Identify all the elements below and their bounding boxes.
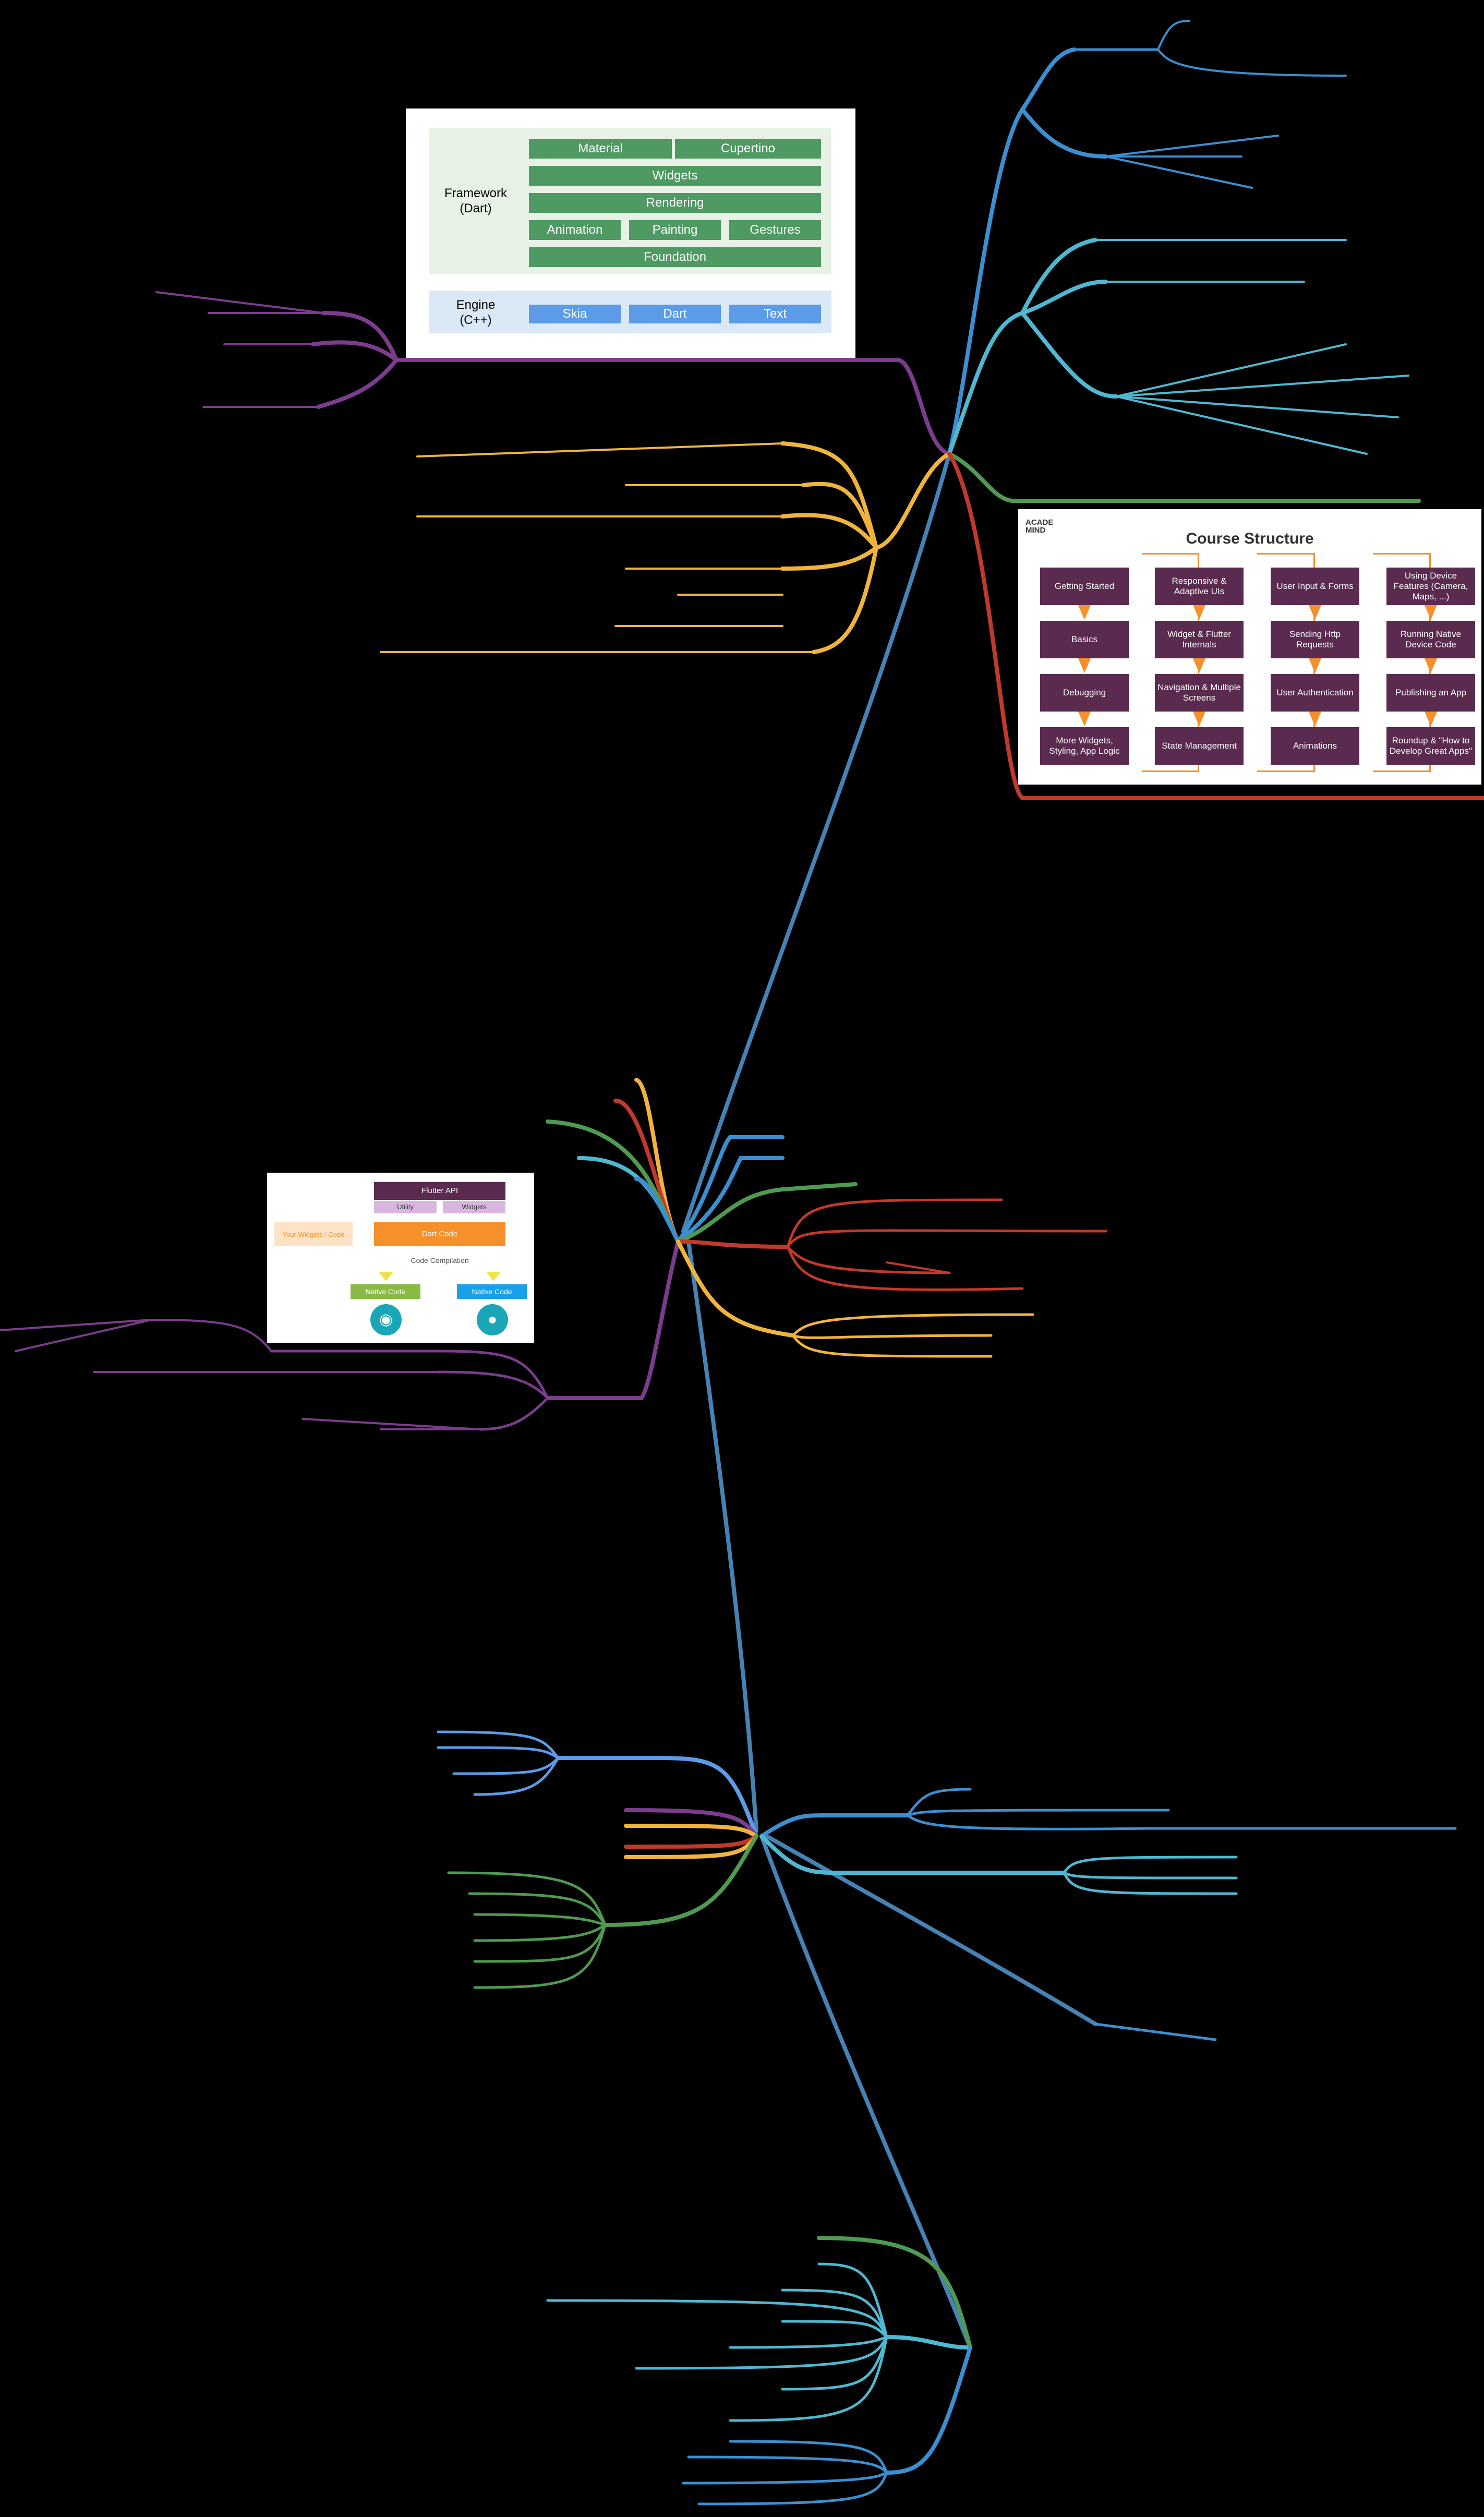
- trunk-bottom-to-last: [759, 1834, 972, 2350]
- compilation-diagram: Flutter API Utility Widgets Your Widgets…: [267, 1173, 534, 1343]
- painting-box: Painting: [629, 220, 721, 240]
- code-compilation-label: Code Compilation: [411, 1256, 469, 1264]
- arrow-down-icon: [1425, 658, 1437, 673]
- dart-box: Dart: [629, 305, 721, 323]
- top-teal-branch: [947, 311, 1024, 456]
- course-step-box: User Authentication: [1271, 674, 1359, 712]
- arrow-down-icon: [1078, 658, 1091, 673]
- foundation-box: Foundation: [529, 247, 821, 267]
- bottom-blue-left: [556, 1756, 758, 1838]
- course-step-box: Getting Started: [1040, 568, 1129, 605]
- engine-label: Engine (C++): [456, 298, 496, 327]
- last-teal-left: [885, 2335, 972, 2350]
- arrow-down-icon: [1425, 605, 1437, 620]
- course-step-box: Running Native Device Code: [1386, 621, 1475, 658]
- gestures-box: Gestures: [729, 220, 821, 240]
- arrow-down-icon: [1309, 658, 1321, 673]
- your-widgets-box: Your Widgets / Code: [274, 1222, 353, 1246]
- framework-label: Framework (Dart): [444, 186, 507, 215]
- arrow-down-icon: [1309, 605, 1321, 620]
- mid-orange-right: [676, 1239, 795, 1338]
- top-purple-branch: [394, 358, 951, 456]
- course-step-box: Debugging: [1040, 674, 1129, 712]
- bottom-green-left: [603, 1834, 758, 1927]
- course-step-box: More Widgets, Styling, App Logic: [1040, 727, 1129, 765]
- flutter-api-box: Flutter API: [374, 1182, 505, 1200]
- trunk-mid-to-bottom: [686, 1239, 758, 1833]
- arrow-down-icon: [379, 1272, 393, 1281]
- text-box: Text: [729, 305, 821, 323]
- animation-box: Animation: [529, 220, 621, 240]
- course-step-box: Basics: [1040, 621, 1129, 658]
- arrow-down-icon: [1193, 658, 1205, 673]
- last-blue-left: [885, 2345, 972, 2475]
- course-step-box: Roundup & "How to Develop Great Apps": [1386, 727, 1475, 765]
- top-orange-branch: [874, 452, 951, 550]
- top-blue-branch: [947, 107, 1024, 456]
- architecture-diagram: Framework (Dart) Engine (C++) Material C…: [406, 109, 855, 358]
- mid-red-right: [676, 1239, 790, 1249]
- course-step-box: Animations: [1271, 727, 1359, 765]
- trunk-top-to-mid: [681, 452, 951, 1233]
- course-title: Course Structure: [1186, 530, 1314, 547]
- arrow-down-icon: [1193, 605, 1205, 620]
- arrow-down-icon: [1425, 712, 1437, 726]
- native-code-ios: Native Code: [457, 1284, 527, 1299]
- mid-purple-branch: [546, 1239, 680, 1400]
- top-green-branch: [947, 452, 1421, 503]
- course-step-box: Widget & Flutter Internals: [1155, 621, 1244, 658]
- course-step-box: Sending Http Requests: [1271, 621, 1359, 658]
- trunk-right-diag: [765, 1834, 1097, 2026]
- course-step-box: User Input & Forms: [1271, 568, 1359, 605]
- material-box: Material: [529, 139, 672, 159]
- arrow-down-icon: [1193, 712, 1205, 726]
- course-step-box: Navigation & Multiple Screens: [1155, 674, 1244, 712]
- course-step-box: State Management: [1155, 727, 1244, 765]
- rendering-box: Rendering: [529, 193, 821, 213]
- arrow-down-icon: [486, 1272, 501, 1281]
- apple-icon: ●: [477, 1304, 508, 1335]
- skia-box: Skia: [529, 305, 621, 323]
- course-step-box: Publishing an App: [1386, 674, 1475, 712]
- course-step-box: Responsive & Adaptive UIs: [1155, 568, 1244, 605]
- course-step-box: Using Device Features (Camera, Maps, ...…: [1386, 568, 1475, 605]
- dart-code-box: Dart Code: [374, 1222, 505, 1246]
- widgets-box: Widgets: [529, 166, 821, 186]
- native-code-android: Native Code: [351, 1284, 420, 1299]
- android-icon: ◉: [370, 1304, 402, 1335]
- bottom-blue-right: [759, 1813, 910, 1838]
- top-red-branch: [947, 452, 1484, 800]
- arrow-down-icon: [1078, 712, 1091, 726]
- utility-box: Utility: [374, 1201, 437, 1213]
- widgets-sub-box: Widgets: [443, 1201, 505, 1213]
- mid-blue-right: [676, 1135, 785, 1244]
- mid-orange-top: [634, 1078, 680, 1244]
- arrow-down-icon: [1078, 605, 1091, 620]
- course-structure-diagram: ACADE MIND Course Structure Getting Star…: [1018, 509, 1481, 785]
- academind-logo: ACADE MIND: [1025, 518, 1054, 535]
- arrow-down-icon: [1309, 712, 1321, 726]
- cupertino-box: Cupertino: [675, 139, 821, 159]
